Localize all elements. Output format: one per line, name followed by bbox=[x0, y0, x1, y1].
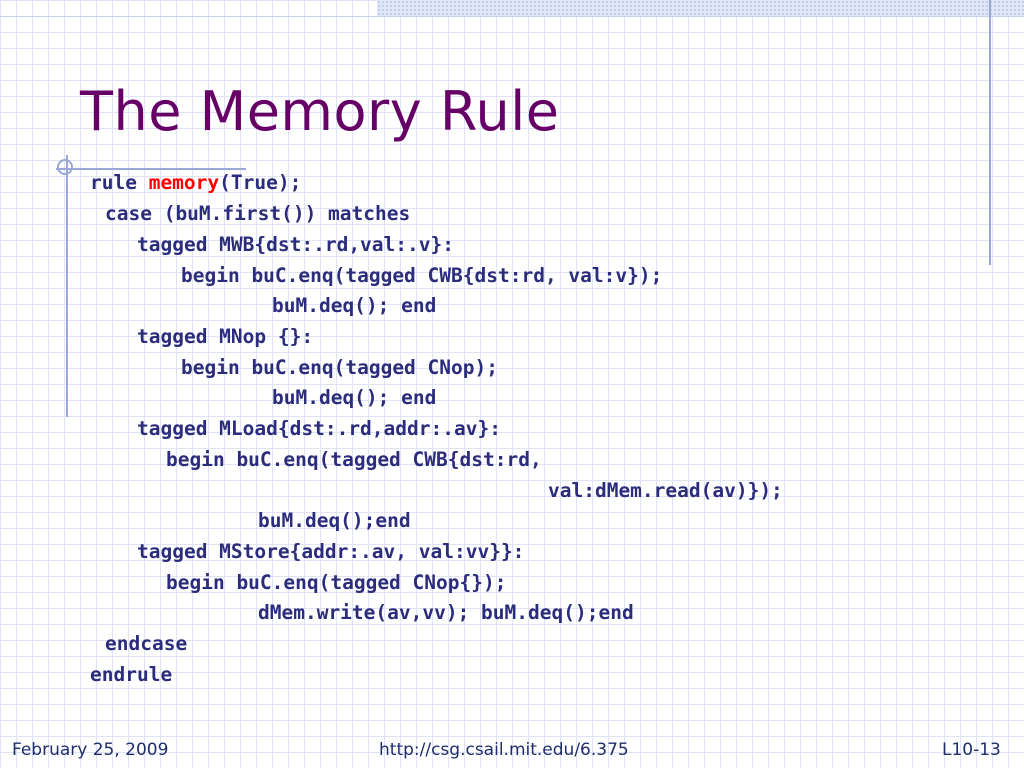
code-line-10: begin buC.enq(tagged CWB{dst:rd, bbox=[166, 448, 542, 471]
footer-slide-number: L10-13 bbox=[942, 740, 1001, 760]
left-decorative-bar bbox=[66, 155, 68, 417]
title-underline bbox=[56, 168, 246, 170]
footer-url: http://csg.csail.mit.edu/6.375 bbox=[379, 740, 629, 760]
footer-date: February 25, 2009 bbox=[12, 740, 169, 760]
code-line-14: begin buC.enq(tagged CNop{}); bbox=[166, 571, 507, 594]
code-line-8: buM.deq(); end bbox=[272, 386, 437, 409]
top-decorative-band bbox=[377, 0, 1024, 17]
code-line-16: endcase bbox=[105, 632, 188, 655]
code-line-12: buM.deq();end bbox=[258, 509, 411, 532]
code-line-15: dMem.write(av,vv); buM.deq();end bbox=[258, 601, 634, 624]
code-line-6: tagged MNop {}: bbox=[137, 325, 314, 348]
code-line-17: endrule bbox=[90, 663, 173, 686]
decorative-ring bbox=[57, 159, 73, 175]
code-line-2: case (buM.first()) matches bbox=[105, 202, 411, 225]
code-line-1: rule memory(True); bbox=[90, 171, 302, 194]
code-line-13: tagged MStore{addr:.av, val:vv}}: bbox=[137, 540, 525, 563]
right-decorative-bar bbox=[989, 0, 991, 265]
rule-name-highlight: memory bbox=[148, 171, 220, 194]
slide-title: The Memory Rule bbox=[80, 80, 560, 143]
code-line-4: begin buC.enq(tagged CWB{dst:rd, val:v})… bbox=[181, 264, 663, 287]
code-line-3: tagged MWB{dst:.rd,val:.v}: bbox=[137, 233, 454, 256]
code-line-9: tagged MLoad{dst:.rd,addr:.av}: bbox=[137, 417, 501, 440]
top-rule-line bbox=[0, 16, 1024, 17]
code-line-11: val:dMem.read(av)}); bbox=[548, 479, 783, 502]
code-line-5: buM.deq(); end bbox=[272, 294, 437, 317]
code-line-7: begin buC.enq(tagged CNop); bbox=[181, 356, 498, 379]
